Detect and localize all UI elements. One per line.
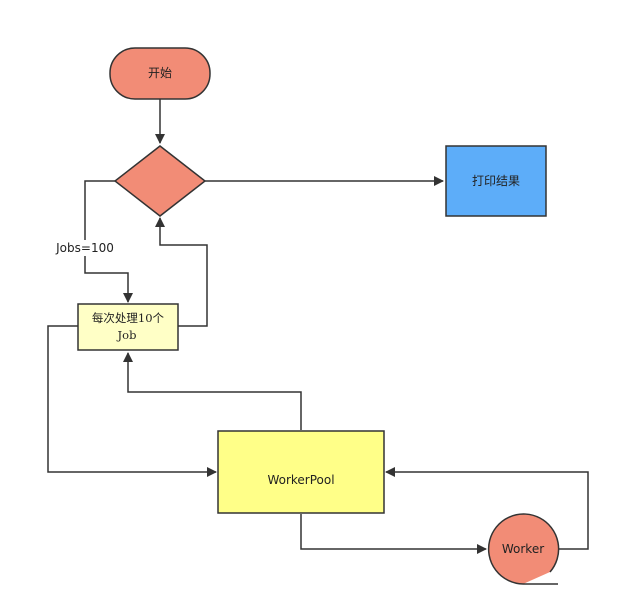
process-label-line2: Job xyxy=(117,328,137,342)
worker-node xyxy=(487,513,560,585)
worker-label: Worker xyxy=(502,542,544,556)
process-label-line1: 每次处理10个 xyxy=(92,311,165,325)
edge-pool-to-process xyxy=(123,352,302,430)
process-node xyxy=(77,303,179,351)
edge-process-to-pool xyxy=(47,325,217,477)
edge-label-jobs: Jobs=100 xyxy=(55,241,114,255)
print-result-label: 打印结果 xyxy=(472,174,520,188)
workerpool-label: WorkerPool xyxy=(267,473,334,487)
edge-process-to-decision xyxy=(155,217,208,327)
edge-pool-to-worker xyxy=(300,514,487,554)
edge-label-background xyxy=(52,240,118,256)
decision-node xyxy=(113,145,207,217)
edge-worker-to-pool xyxy=(385,467,589,550)
workerpool-node xyxy=(217,430,385,514)
start-label: 开始 xyxy=(148,66,172,80)
edge-decision-to-process xyxy=(84,180,133,303)
start-node xyxy=(109,47,211,100)
print-result-node xyxy=(445,145,547,217)
